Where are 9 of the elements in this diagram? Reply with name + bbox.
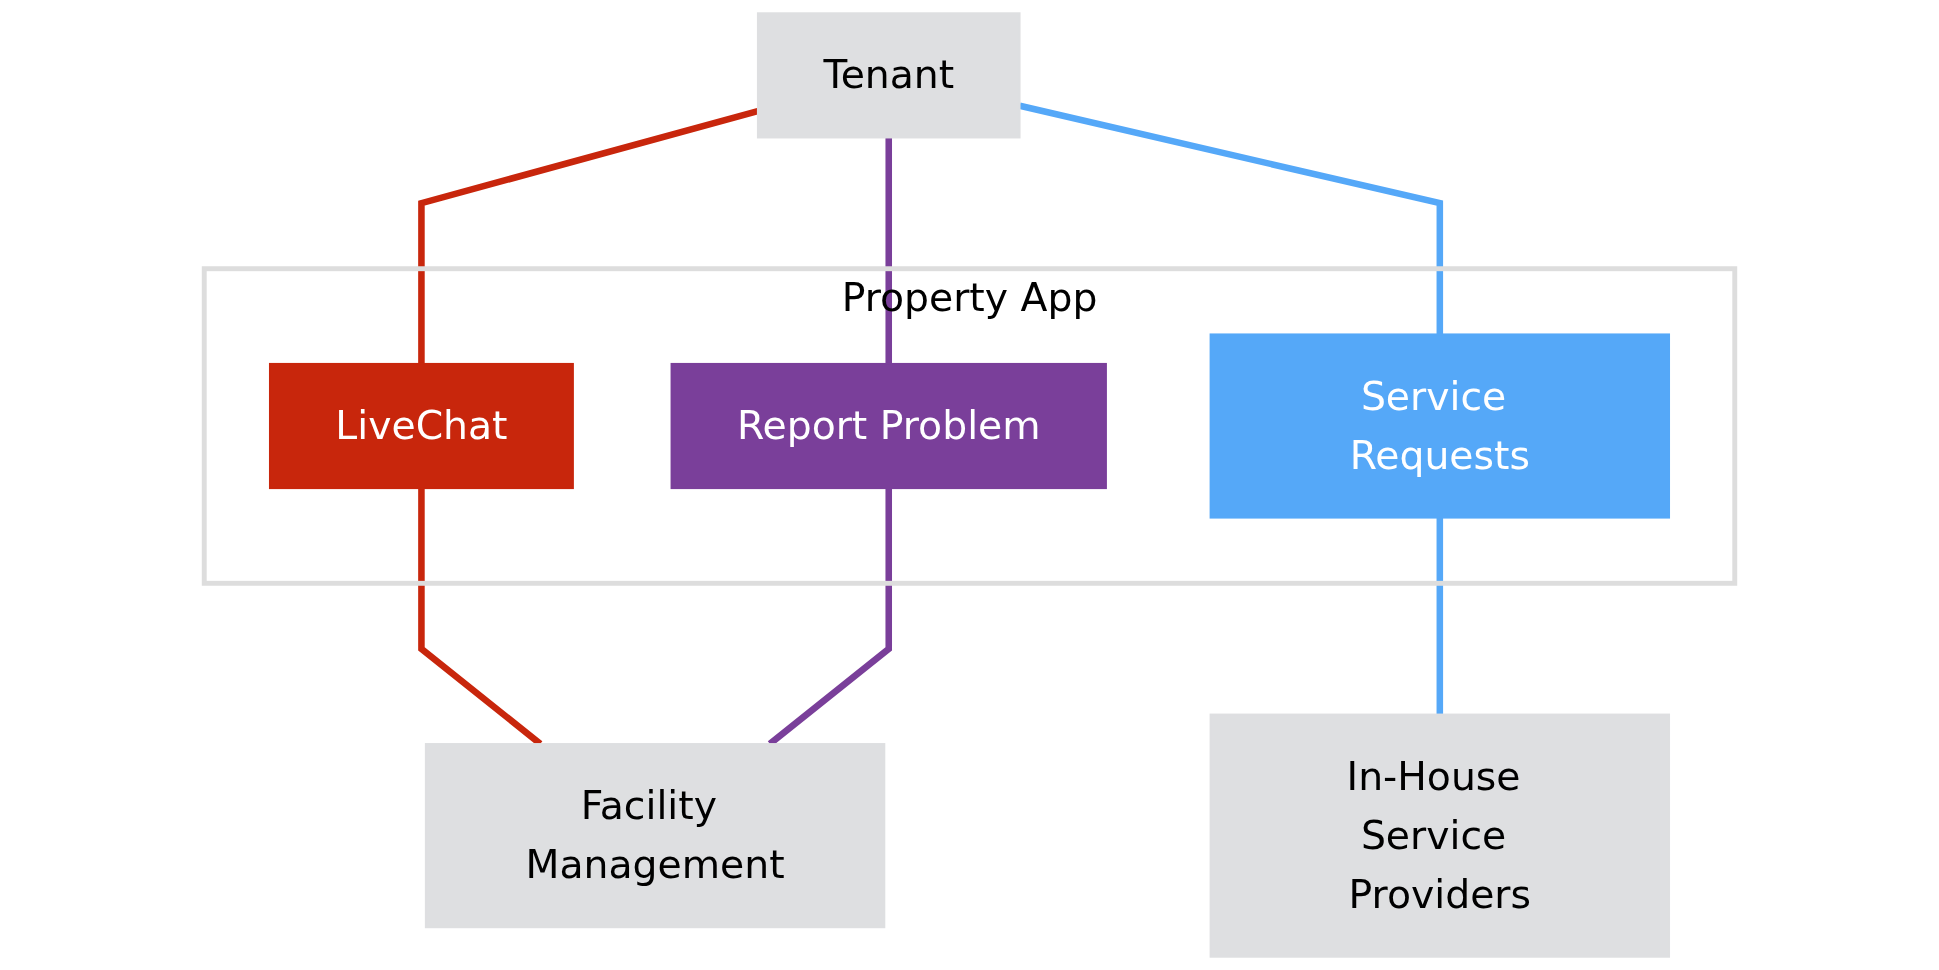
connector (885, 137, 892, 364)
node-box: Report Problem (670, 362, 1107, 490)
node-box: LiveChat (268, 362, 574, 490)
node-box: Facility Management (424, 743, 886, 929)
connector (1436, 517, 1444, 715)
node-box: Tenant (756, 12, 1021, 139)
node-box: In-House Service Providers (1209, 713, 1671, 958)
connector (1019, 102, 1444, 335)
node-box: Service Requests (1209, 333, 1671, 519)
